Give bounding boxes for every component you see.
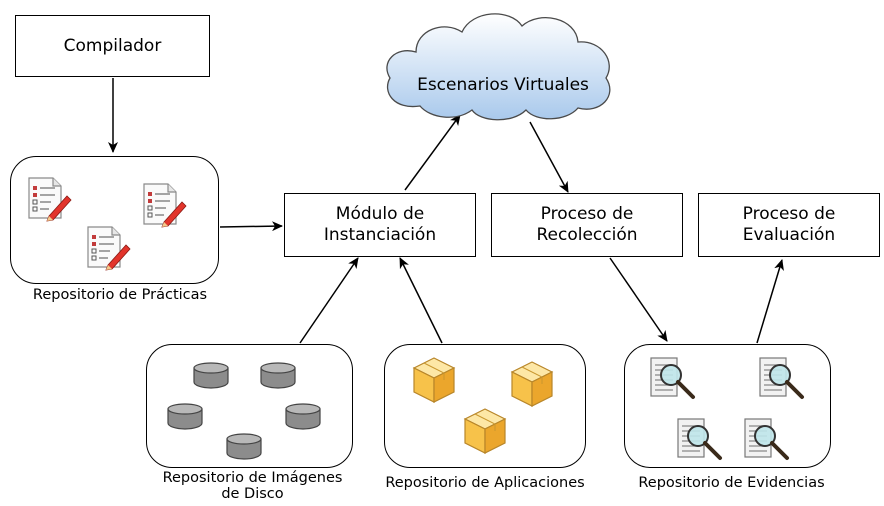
compiler-label: Compilador bbox=[63, 35, 162, 56]
package-box-icon bbox=[510, 361, 554, 407]
disk-images-repository-label-line2: de Disco bbox=[221, 486, 284, 502]
document-magnifier-icon bbox=[677, 418, 722, 460]
collection-process-box: Proceso de Recolección bbox=[491, 193, 683, 257]
arrow-images-to-module bbox=[299, 257, 359, 344]
document-magnifier-icon bbox=[759, 357, 804, 399]
cloud-label: Escenarios Virtuales bbox=[417, 75, 589, 95]
checklist-document-pencil-icon bbox=[87, 226, 131, 271]
collection-label-line1: Proceso de bbox=[540, 204, 634, 224]
compiler-box: Compilador bbox=[15, 15, 210, 77]
document-magnifier-icon bbox=[744, 418, 789, 460]
applications-repository-label: Repositorio de Aplicaciones bbox=[385, 475, 585, 491]
arrow-evidence-to-evaluation bbox=[756, 259, 784, 344]
evaluation-label-line2: Evaluación bbox=[742, 225, 836, 245]
cloud-icon bbox=[386, 13, 611, 121]
evidence-repository-label: Repositorio de Evidencias bbox=[638, 475, 825, 491]
hard-disk-icon bbox=[167, 403, 203, 430]
arrow-applications-to-module bbox=[399, 257, 443, 344]
checklist-document-pencil-icon bbox=[28, 177, 72, 222]
arrow-collection-to-evidence bbox=[609, 257, 668, 342]
practices-repository-label: Repositorio de Prácticas bbox=[32, 287, 208, 303]
arrow-module-to-cloud bbox=[404, 114, 461, 191]
collection-label-line2: Recolección bbox=[536, 225, 638, 245]
hard-disk-icon bbox=[193, 362, 229, 389]
package-box-icon bbox=[412, 357, 456, 403]
arrow-cloud-to-collection bbox=[529, 121, 569, 193]
checklist-document-pencil-icon bbox=[143, 183, 187, 228]
document-magnifier-icon bbox=[650, 357, 695, 399]
hard-disk-icon bbox=[226, 433, 262, 460]
hard-disk-icon bbox=[285, 403, 321, 430]
module-label-line1: Módulo de bbox=[335, 204, 425, 224]
disk-images-repository-label-line1: Repositorio de Imágenes bbox=[162, 470, 343, 486]
package-box-icon bbox=[463, 408, 507, 454]
instantiation-module-box: Módulo de Instanciación bbox=[284, 193, 476, 257]
module-label-line2: Instanciación bbox=[323, 225, 437, 245]
hard-disk-icon bbox=[260, 362, 296, 389]
evaluation-process-box: Proceso de Evaluación bbox=[698, 193, 880, 257]
evaluation-label-line1: Proceso de bbox=[742, 204, 836, 224]
arrow-practices-to-module bbox=[219, 221, 283, 232]
